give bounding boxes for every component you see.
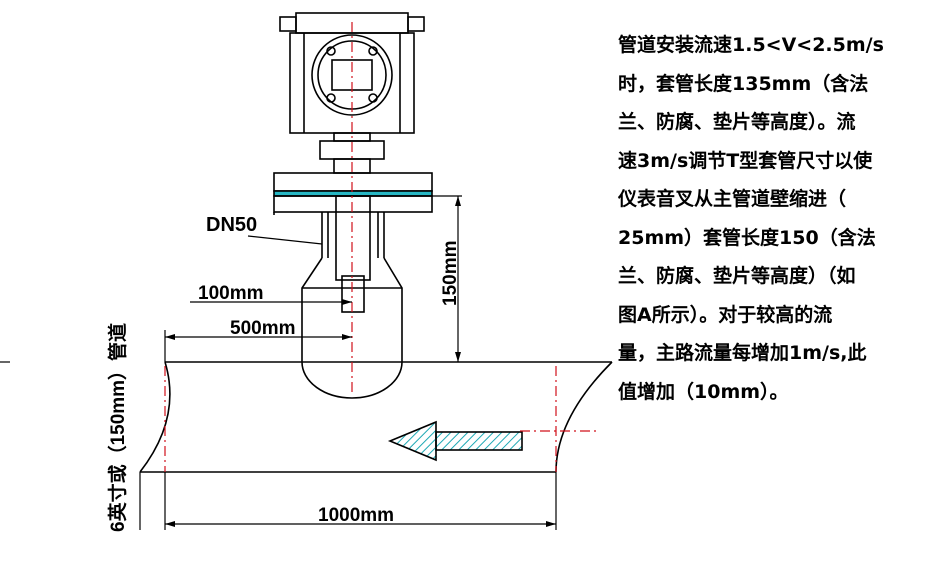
dimension-arrows	[165, 196, 556, 527]
note-line: 兰、防腐、垫片等高度）（如	[618, 265, 856, 287]
sensor-sleeve	[301, 195, 403, 399]
dimension-lines	[0, 195, 557, 530]
length-label: 1000mm	[318, 505, 394, 526]
pipe-size-label: 6英寸或（150mm）管道	[106, 323, 129, 532]
note-line: 时，套管长度135mm（含法	[618, 72, 869, 95]
installation-note: 管道安装流速1.5<V<2.5m/s 时，套管长度135mm（含法兰、防腐、垫片等…	[618, 26, 918, 411]
note-line: 25mm）套管长度150（含法	[618, 226, 876, 249]
flange-assembly	[273, 172, 433, 215]
note-line: 管道安装流速1.5<V<2.5m/s	[618, 34, 884, 56]
note-line: 仪表音叉从主管道壁缩进（	[618, 188, 847, 210]
note-line: 图A所示）。对于较高的流	[618, 303, 833, 326]
note-line: 值增加（10mm）。	[618, 380, 789, 403]
center-lines	[164, 22, 598, 472]
insert-depth-label: 100mm	[198, 283, 264, 304]
flow-arrow-icon	[387, 420, 523, 462]
dn-label: DN50	[206, 214, 257, 236]
note-line: 量，主路流量每增加1m/s,此	[618, 342, 867, 364]
sleeve-length-label: 150mm	[440, 241, 461, 307]
note-line: 速3m/s调节T型套管尺寸以使	[618, 149, 873, 172]
main-pipe	[139, 361, 613, 473]
note-line: 兰、防腐、垫片等高度）。流	[618, 111, 856, 133]
upstream-label: 500mm	[230, 318, 296, 339]
